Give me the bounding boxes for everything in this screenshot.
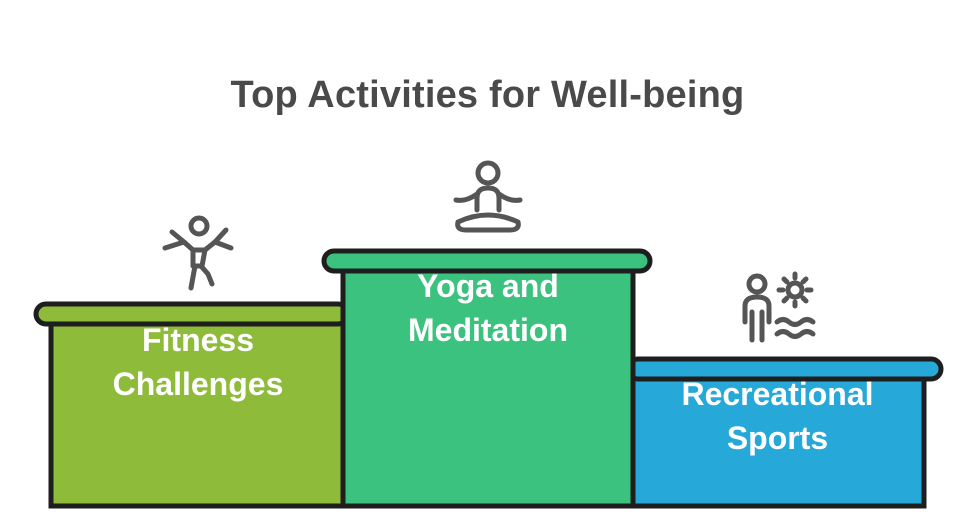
celebrating-person-icon: [162, 215, 234, 291]
step-label-fitness: Fitness Challenges: [51, 318, 345, 406]
step-label-line: Sports: [726, 420, 829, 456]
step-label-line: Challenges: [112, 366, 284, 402]
step-label-line: Fitness: [141, 322, 255, 358]
step-label-line: Yoga and: [417, 268, 559, 304]
meditation-icon: [453, 160, 523, 233]
step-label-line: Meditation: [408, 312, 568, 348]
podium-step-yoga: [321, 248, 653, 509]
diagram-title: Top Activities for Well-being: [230, 74, 745, 116]
step-label-line: Recreational: [681, 376, 874, 412]
step-label-recreational: Recreational Sports: [631, 372, 924, 460]
podium-step-fitness: [33, 301, 351, 509]
step-label-yoga: Yoga and Meditation: [343, 264, 633, 352]
beach-person-sun-icon: [742, 271, 816, 343]
